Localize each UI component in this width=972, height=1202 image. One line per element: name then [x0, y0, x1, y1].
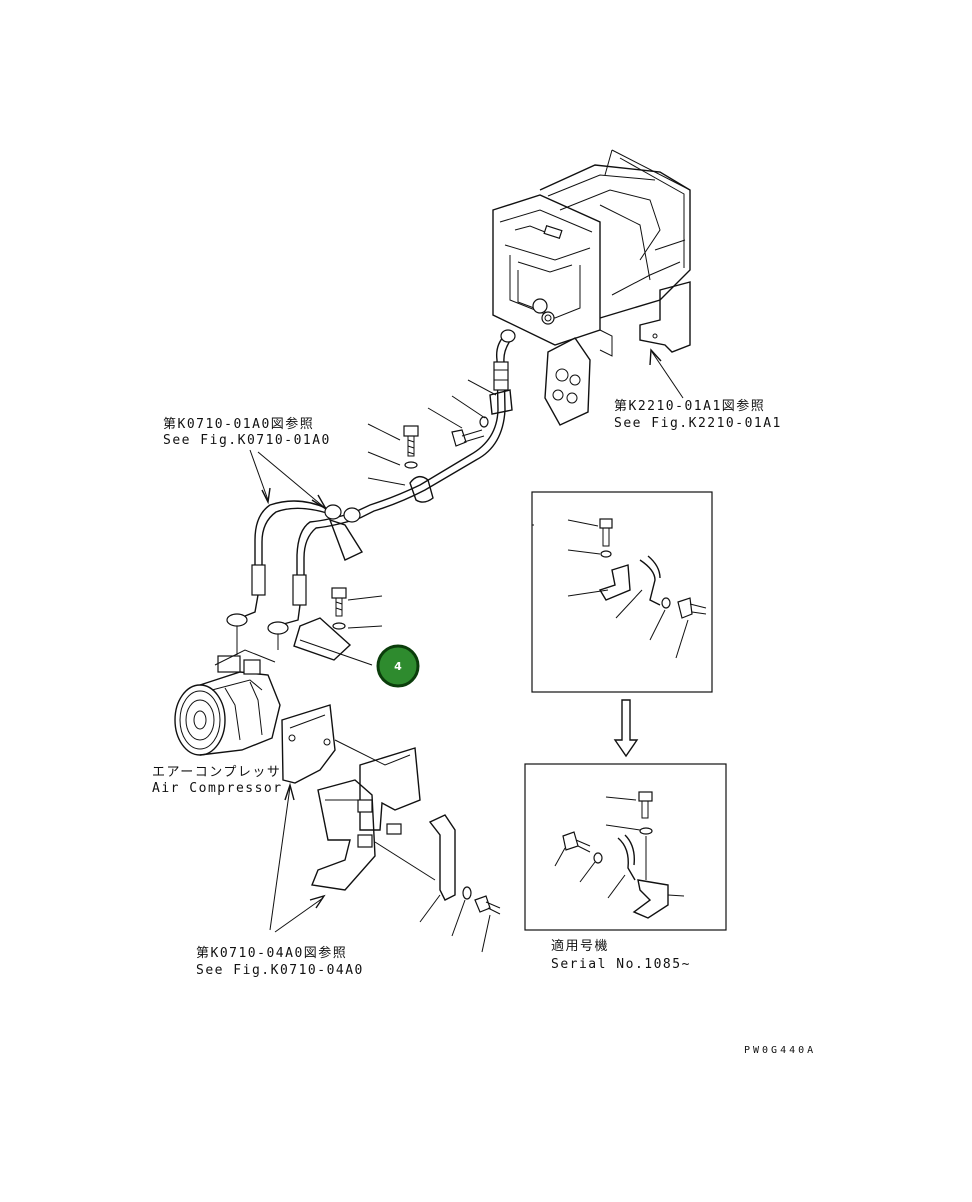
ref-k0710-04a0-en: See Fig.K0710-04A0 [196, 963, 364, 978]
reference-arrows [249, 348, 684, 933]
air-conditioner-unit [492, 149, 691, 426]
arrow-down-icon [613, 699, 639, 758]
fasteners-center [293, 379, 513, 666]
ref-k0710-01a0-en: See Fig.K0710-01A0 [163, 433, 331, 448]
drawing-code: PW0G440A [744, 1045, 816, 1056]
serial-label-jp: 適用号機 [551, 938, 609, 954]
compressor-label-jp: エアーコンプレッサ [152, 765, 281, 780]
air-compressor-drawing [174, 649, 281, 756]
callout-number: 4 [394, 660, 402, 673]
ref-k0710-04a0-jp: 第K0710-04A0図参照 [196, 945, 347, 961]
callout-badge[interactable]: 4 [376, 644, 420, 688]
compressor-brackets [281, 704, 501, 953]
ref-k2210-01a1-jp: 第K2210-01A1図参照 [614, 398, 765, 414]
inset-bottom [524, 763, 727, 931]
ref-k2210-01a1-en: See Fig.K2210-01A1 [614, 416, 782, 431]
serial-label-en: Serial No.1085~ [551, 957, 691, 972]
compressor-label-en: Air Compressor [152, 781, 283, 796]
refrigerant-hoses [226, 329, 516, 655]
inset-top [531, 491, 713, 693]
ref-k0710-01a0-jp: 第K0710-01A0図参照 [163, 416, 314, 432]
